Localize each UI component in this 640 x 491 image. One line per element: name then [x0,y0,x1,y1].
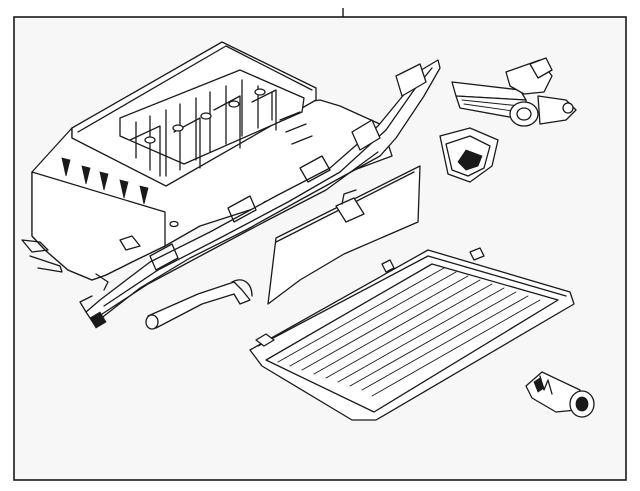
lock-cylinder [525,371,595,418]
inner-panel [267,165,421,305]
glove-box-housing [21,41,393,291]
latch-handle [451,57,577,127]
door-damper [145,279,253,330]
door-panel [79,59,441,329]
latch-striker [439,127,499,183]
liner-mat [249,247,575,421]
